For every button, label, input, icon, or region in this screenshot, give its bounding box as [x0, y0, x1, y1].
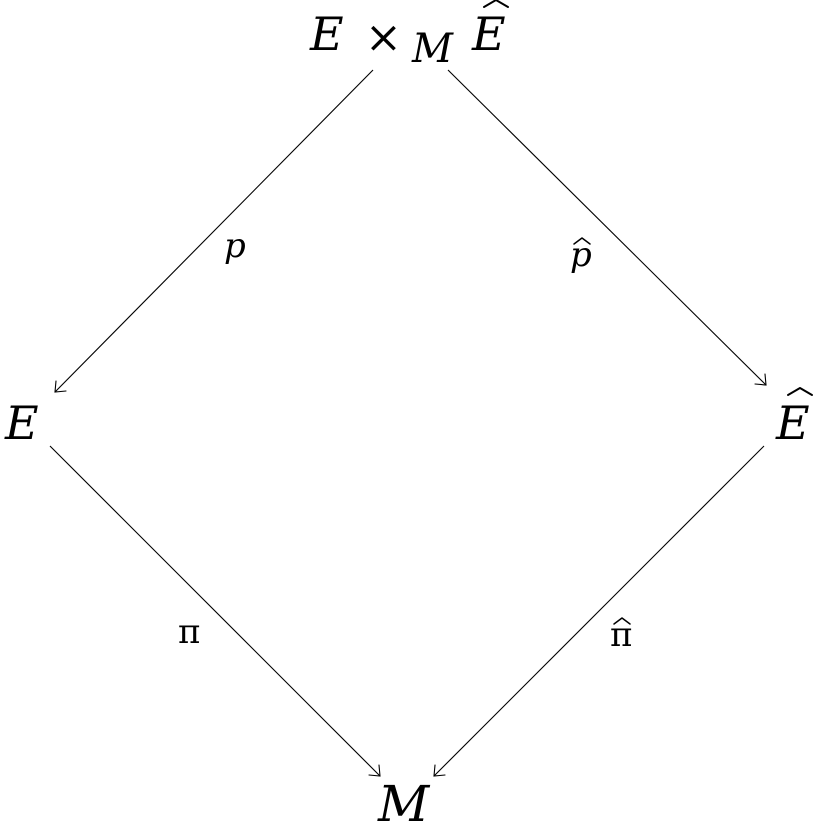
- arrow-pi-hat-label: π: [610, 615, 632, 655]
- node-bottom: M: [377, 775, 431, 832]
- arrow-pi-hat-head-icon: [433, 764, 446, 777]
- arrow-pi: π: [49, 445, 381, 777]
- node-fiber-product-second: E: [471, 7, 506, 61]
- node-bottom-label: M: [377, 775, 431, 832]
- arrow-pi-hat-line: [433, 445, 765, 777]
- arrow-p-hat: p: [447, 69, 767, 386]
- node-right: E: [775, 387, 813, 450]
- arrow-p-label: p: [224, 226, 246, 266]
- node-left-label: E: [4, 396, 39, 450]
- arrow-pi-label: π: [178, 612, 200, 652]
- arrow-pi-head-icon: [368, 764, 381, 777]
- arrow-pi-line: [49, 445, 381, 777]
- arrow-p: p: [54, 69, 374, 393]
- node-right-label: E: [775, 396, 810, 450]
- node-fiber-product-times: ×: [365, 12, 402, 63]
- node-fiber-product-base: E: [309, 7, 344, 61]
- node-fiber-product: E × M E: [309, 0, 509, 72]
- arrow-p-hat-hat-icon: [573, 237, 591, 245]
- arrow-p-head-icon: [54, 380, 67, 393]
- arrow-p-hat-head-icon: [754, 373, 767, 386]
- node-right-hat-icon: [787, 387, 813, 396]
- node-fiber-product-hat-icon: [483, 0, 509, 8]
- arrow-pi-hat: π: [433, 445, 765, 777]
- node-fiber-product-subscript: M: [411, 26, 454, 72]
- arrow-p-hat-line: [447, 69, 767, 386]
- arrow-p-hat-label: p: [570, 235, 592, 275]
- node-left: E: [4, 396, 39, 450]
- arrow-pi-hat-hat-icon: [613, 617, 631, 625]
- arrow-p-line: [54, 69, 374, 393]
